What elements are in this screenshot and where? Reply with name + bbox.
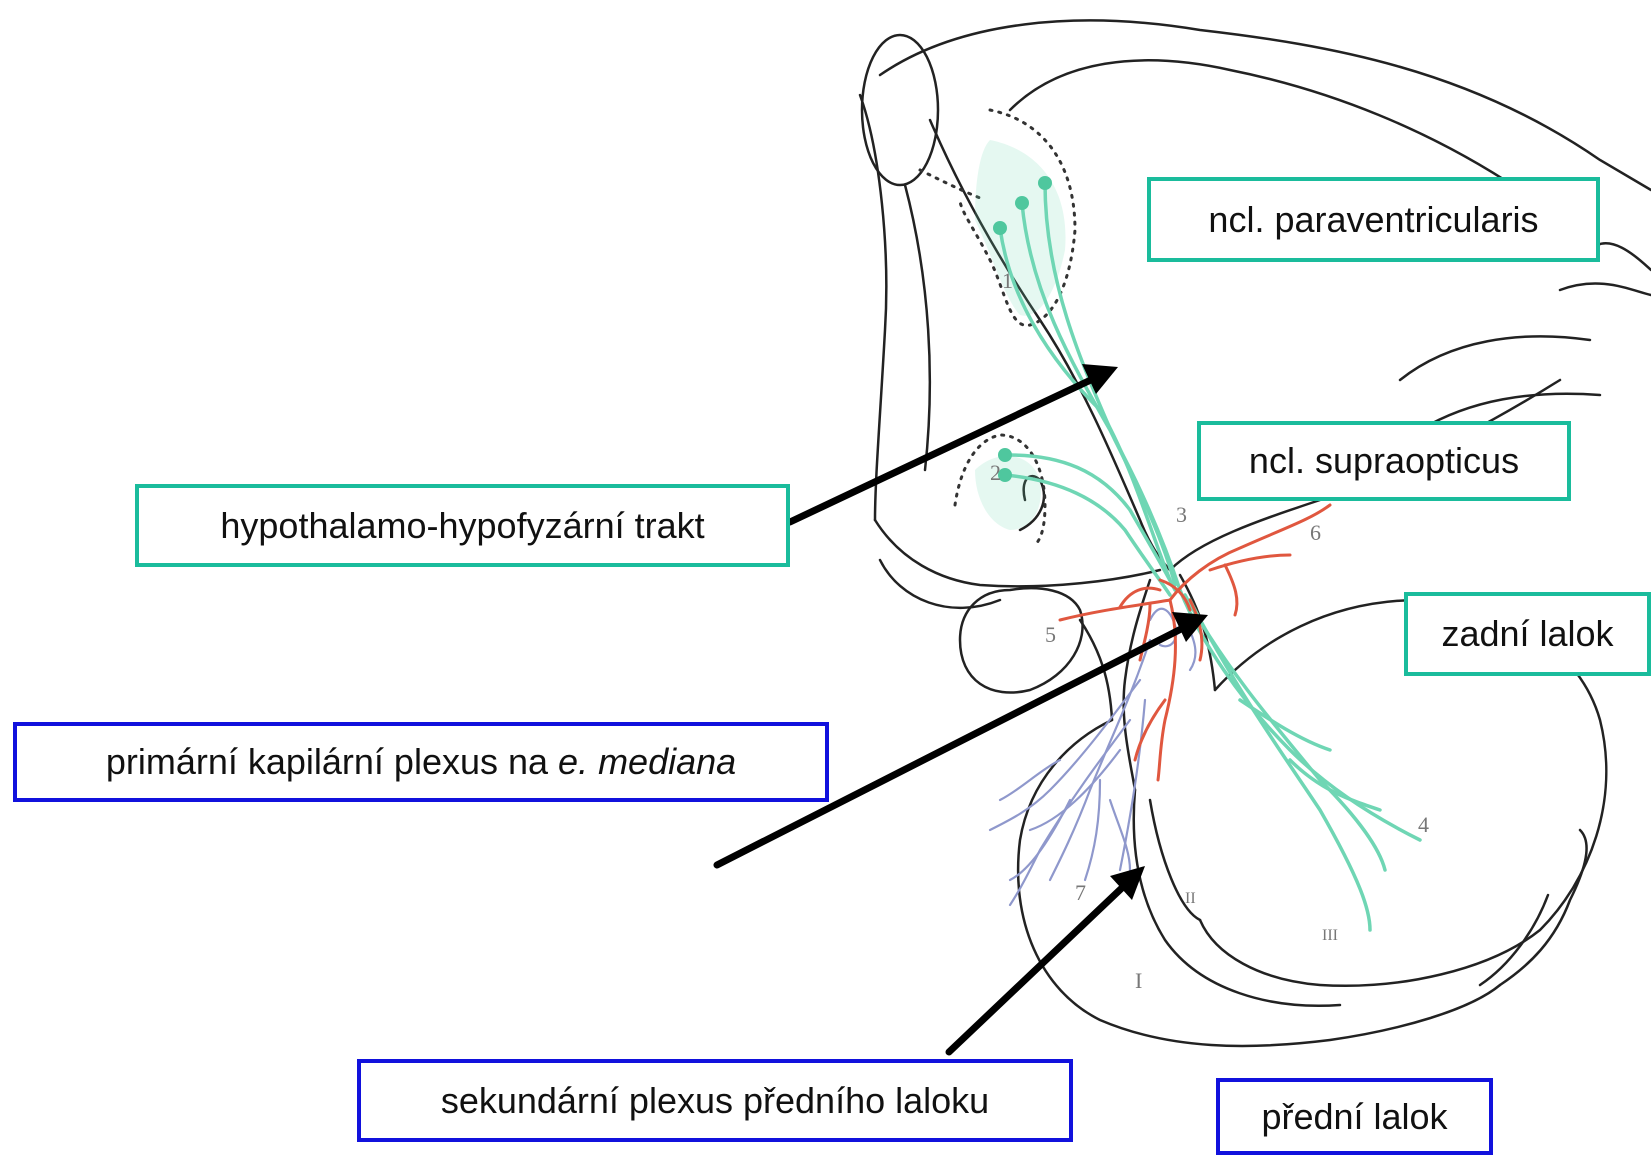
region-roman-2: II	[1185, 890, 1196, 907]
arrow-tract	[790, 364, 1118, 522]
label-supraoptic-nucleus: ncl. supraopticus	[1197, 421, 1571, 501]
label-paraventricular-text: ncl. paraventricularis	[1208, 199, 1538, 241]
region-number-5: 5	[1045, 622, 1056, 647]
neuron-body	[993, 221, 1007, 235]
label-anterior-lobe: přední lalok	[1216, 1078, 1493, 1155]
label-primary-plexus-text: primární kapilární plexus na e. mediana	[106, 741, 736, 783]
label-primary-plexus-italic: e. mediana	[558, 741, 736, 782]
label-secondary-plexus-text: sekundární plexus předního laloku	[441, 1080, 989, 1122]
region-number-7: 7	[1075, 880, 1086, 905]
region-number-3: 3	[1176, 502, 1187, 527]
label-secondary-plexus: sekundární plexus předního laloku	[357, 1059, 1073, 1142]
label-anterior-lobe-text: přední lalok	[1261, 1096, 1447, 1138]
paraventricular-nucleus-upper	[920, 170, 985, 200]
region-number-6: 6	[1310, 520, 1321, 545]
label-primary-plexus-prefix: primární kapilární plexus na	[106, 741, 558, 782]
label-tract-text: hypothalamo-hypofyzární trakt	[220, 505, 704, 547]
region-roman-3: III	[1322, 927, 1338, 944]
region-roman-1: I	[1135, 968, 1142, 993]
label-primary-capillary-plexus: primární kapilární plexus na e. mediana	[13, 722, 829, 802]
label-paraventricular-nucleus: ncl. paraventricularis	[1147, 177, 1600, 262]
label-hypothalamo-hypophyseal-tract: hypothalamo-hypofyzární trakt	[135, 484, 790, 567]
arrow-secondary-plexus	[949, 866, 1145, 1052]
pointer-arrows	[717, 364, 1208, 1052]
label-posterior-lobe-text: zadní lalok	[1441, 613, 1613, 655]
neuron-body	[1038, 176, 1052, 190]
label-supraoptic-text: ncl. supraopticus	[1249, 440, 1519, 482]
region-number-4: 4	[1418, 812, 1429, 837]
region-number-1: 1	[1002, 268, 1013, 293]
commissure-oval	[862, 35, 938, 185]
neurons	[1000, 183, 1420, 930]
region-number-2: 2	[990, 460, 1001, 485]
label-posterior-lobe: zadní lalok	[1404, 592, 1651, 676]
region-numbers: 1 2 3 4 5 6 7 I II III	[990, 268, 1429, 993]
neuron-body	[1015, 196, 1029, 210]
